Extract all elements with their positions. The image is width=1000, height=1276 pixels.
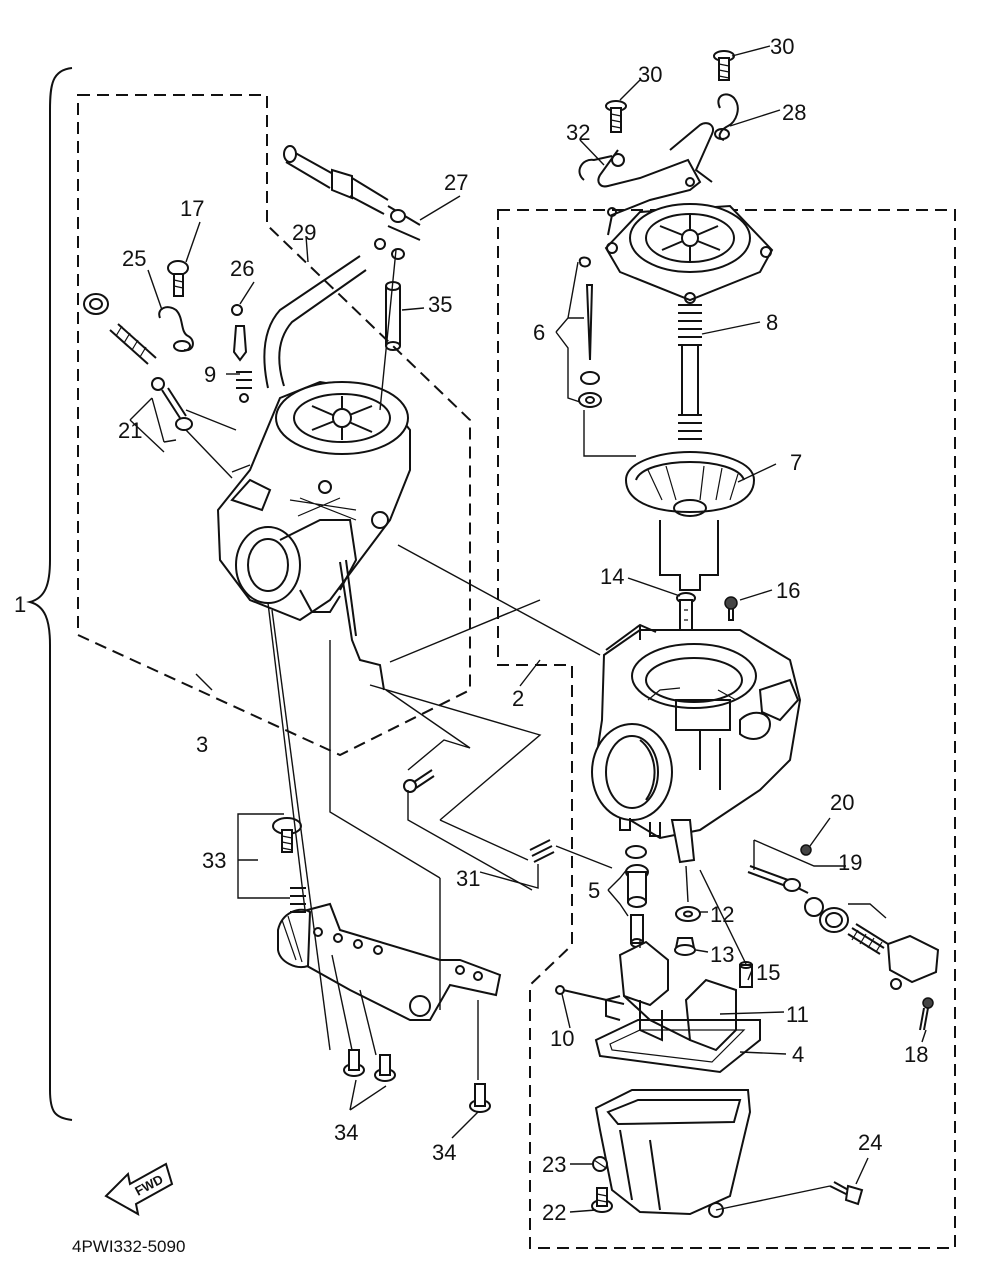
starter-plunger-9 bbox=[232, 325, 252, 403]
callout-26: 26 bbox=[230, 256, 254, 281]
pipe-35 bbox=[385, 281, 401, 351]
screw-16 bbox=[724, 596, 738, 621]
callout-33: 33 bbox=[202, 848, 226, 873]
callout-30a: 30 bbox=[638, 62, 662, 87]
pilot-screw-set-19 bbox=[747, 865, 940, 990]
callout-3: 3 bbox=[196, 732, 208, 757]
callout-23: 23 bbox=[542, 1152, 566, 1177]
callout-1: 1 bbox=[14, 592, 26, 617]
leader-to-right-body bbox=[397, 544, 601, 656]
washer-26 bbox=[231, 304, 243, 316]
callout-16: 16 bbox=[776, 578, 800, 603]
washer-12 bbox=[675, 906, 701, 922]
float-bowl bbox=[594, 1089, 752, 1218]
callout-29: 29 bbox=[292, 220, 316, 245]
callout-5: 5 bbox=[588, 878, 600, 903]
callout-20: 20 bbox=[830, 790, 854, 815]
fwd-arrow-icon: FWD bbox=[104, 1162, 174, 1216]
screw-34-b bbox=[374, 1054, 396, 1082]
callout-34a: 34 bbox=[334, 1120, 358, 1145]
dashed-outline-group-3 bbox=[77, 94, 471, 757]
callout-31: 31 bbox=[456, 866, 480, 891]
callout-6: 6 bbox=[533, 320, 545, 345]
throttle-link-rod bbox=[339, 559, 385, 691]
callout-10: 10 bbox=[550, 1026, 574, 1051]
callout-7: 7 bbox=[790, 450, 802, 475]
callout-11: 11 bbox=[786, 1002, 809, 1027]
dashed-outline-group-2 bbox=[497, 209, 956, 1249]
callout-25: 25 bbox=[122, 246, 146, 271]
spring-31 bbox=[529, 839, 555, 863]
callout-8: 8 bbox=[766, 310, 778, 335]
drain-screw-22 bbox=[591, 1187, 613, 1213]
throttle-stop-screw-21 bbox=[83, 293, 233, 479]
screw-31 bbox=[403, 769, 435, 793]
fitting-27 bbox=[283, 145, 421, 260]
callout-18: 18 bbox=[904, 1042, 928, 1067]
screw-17 bbox=[167, 260, 189, 297]
leader-lines bbox=[129, 45, 927, 1213]
callout-17: 17 bbox=[180, 196, 204, 221]
callout-labels: 1 2 3 4 5 6 7 8 9 10 11 12 13 14 15 16 1… bbox=[14, 34, 928, 1225]
diagram-code: 4PWI332-5090 bbox=[72, 1237, 185, 1256]
right-carburetor-body bbox=[591, 623, 802, 864]
drain-screw-23 bbox=[592, 1156, 608, 1172]
diaphragm-cover bbox=[604, 203, 774, 304]
callout-14: 14 bbox=[600, 564, 624, 589]
vent-hose-29 bbox=[263, 255, 367, 389]
callout-27: 27 bbox=[444, 170, 468, 195]
left-carburetor-body bbox=[216, 380, 411, 622]
callout-2: 2 bbox=[512, 686, 524, 711]
callout-35: 35 bbox=[428, 292, 452, 317]
screw-30-right bbox=[713, 50, 735, 81]
callout-22: 22 bbox=[542, 1200, 566, 1225]
spring-8 bbox=[678, 304, 702, 440]
clip-28 bbox=[714, 93, 739, 141]
washer-20 bbox=[800, 844, 812, 856]
callout-15: 15 bbox=[756, 960, 780, 985]
pilot-jet-15 bbox=[739, 961, 753, 988]
callout-4: 4 bbox=[792, 1042, 804, 1067]
callout-9: 9 bbox=[204, 362, 216, 387]
main-jet-13 bbox=[674, 937, 696, 956]
callout-28: 28 bbox=[782, 100, 806, 125]
callout-21: 21 bbox=[118, 418, 142, 443]
throttle-cable-bracket bbox=[578, 122, 714, 236]
float-pin-10 bbox=[555, 985, 625, 1005]
callout-13: 13 bbox=[710, 942, 734, 967]
float-valve-5 bbox=[625, 845, 649, 948]
screw-34-c bbox=[469, 1083, 491, 1113]
assembly-bracket bbox=[26, 67, 73, 1121]
callout-19: 19 bbox=[838, 850, 862, 875]
piston-diaphragm-7 bbox=[624, 450, 756, 591]
callout-12: 12 bbox=[710, 902, 734, 927]
callout-32: 32 bbox=[566, 120, 590, 145]
screw-24 bbox=[829, 1181, 864, 1206]
gasket-4 bbox=[594, 1019, 761, 1074]
screw-30-left bbox=[605, 100, 627, 133]
callout-24: 24 bbox=[858, 1130, 882, 1155]
throttle-link-plate bbox=[277, 902, 502, 1021]
callout-34b: 34 bbox=[432, 1140, 456, 1165]
screw-34-a bbox=[343, 1049, 365, 1077]
screw-18 bbox=[919, 997, 934, 1031]
callout-30b: 30 bbox=[770, 34, 794, 59]
clip-25 bbox=[158, 306, 194, 352]
jet-needle-6 bbox=[578, 256, 602, 408]
